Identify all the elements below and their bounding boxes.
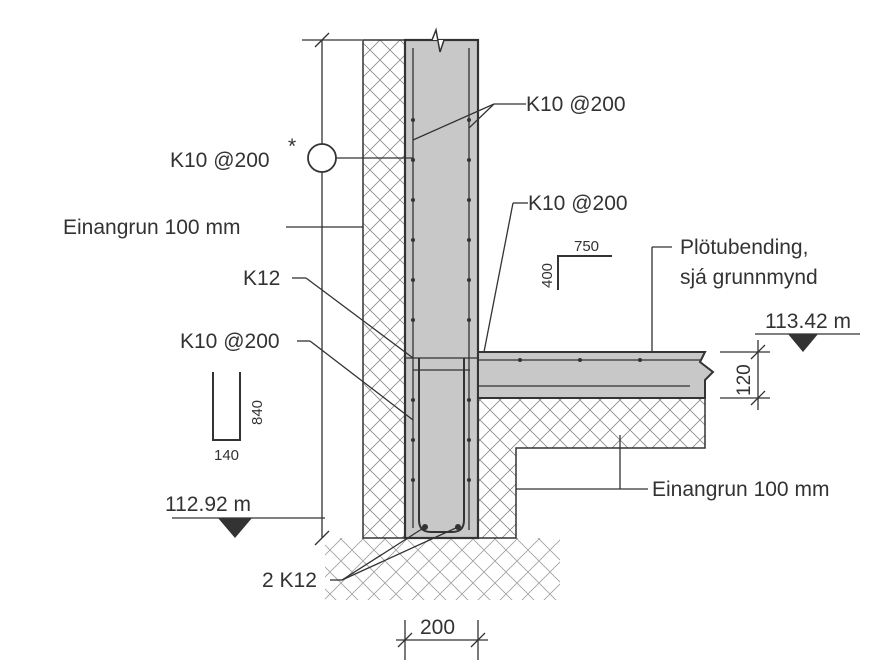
label-k10-circle-star: * xyxy=(288,135,296,158)
wall-rebar xyxy=(405,48,478,533)
leader-k10-top-right xyxy=(412,103,526,141)
wall-width-dimension xyxy=(396,620,488,660)
level-upper: 113.42 m xyxy=(765,310,851,333)
concrete-slab xyxy=(477,351,715,399)
dim-bend-left-horizontal: 140 xyxy=(214,447,239,464)
leader-plotubending xyxy=(651,246,672,352)
dim-bend-top-horizontal: 750 xyxy=(574,238,599,255)
level-marker-lower xyxy=(172,517,325,538)
label-two-k12: 2 K12 xyxy=(262,569,317,592)
concrete-wall xyxy=(403,38,480,540)
slab-rebar xyxy=(478,358,700,387)
leader-k12 xyxy=(292,277,414,359)
label-einangrun-bottom: Einangrun 100 mm xyxy=(652,478,829,501)
wall-break-line xyxy=(405,27,478,53)
leader-two-k12 xyxy=(330,526,459,581)
label-einangrun-left: Einangrun 100 mm xyxy=(63,216,240,239)
rebar-circle-icon xyxy=(307,143,337,173)
label-k10-lower-left: K10 @200 xyxy=(180,330,280,353)
leader-k10-mid-right xyxy=(483,202,528,353)
dim-bend-top-vertical: 400 xyxy=(539,263,556,288)
height-dimension-line xyxy=(302,32,362,546)
label-plotubending-line2: sjá grunnmynd xyxy=(680,266,818,289)
slab-thickness-dimension xyxy=(720,340,770,410)
label-k10-left-circle: K10 @200 xyxy=(170,149,270,172)
dim-bend-left-vertical: 840 xyxy=(249,400,266,425)
dim-wall-width: 200 xyxy=(420,616,455,639)
level-marker-upper xyxy=(755,333,860,352)
dim-slab-thickness: 120 xyxy=(734,364,755,396)
label-k10-mid-right: K10 @200 xyxy=(528,192,628,215)
label-k12: K12 xyxy=(243,267,280,290)
leader-k10-lower-left xyxy=(297,340,414,421)
insulation-under-slab xyxy=(477,397,706,539)
label-k10-top-right: K10 @200 xyxy=(526,93,626,116)
insulation-wall xyxy=(362,39,406,539)
leader-einangrun-bottom xyxy=(516,435,648,490)
bend-shape-left xyxy=(212,372,241,441)
level-lower: 112.92 m xyxy=(165,493,251,516)
label-plotubending-line1: Plötubending, xyxy=(680,236,808,259)
bend-shape-top xyxy=(557,255,612,290)
